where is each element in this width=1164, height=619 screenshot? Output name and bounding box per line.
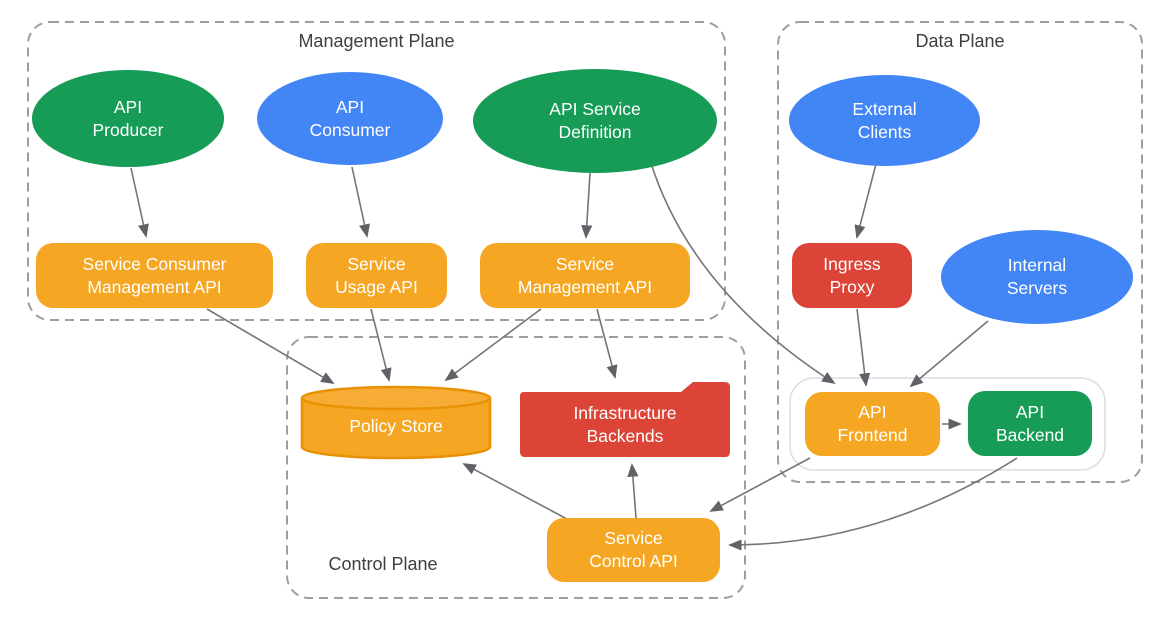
edge-ingress-proxy-to-api-frontend [856, 308, 871, 387]
node-service-usage-api: Service Usage API [306, 243, 447, 308]
folder-icon [520, 382, 730, 457]
node-internal-servers: Internal Servers [941, 230, 1133, 324]
edge-definition-to-api-frontend [649, 159, 836, 385]
edge-internal-servers-to-api-frontend [909, 320, 989, 388]
node-service-management-api: Service Management API [480, 243, 690, 308]
edge-definition-to-mgmt-api [581, 172, 593, 239]
node-api-service-definition: API Service Definition [473, 69, 717, 173]
node-service-consumer-management-api: Service Consumer Management API [36, 243, 273, 308]
management-plane-label: Management Plane [298, 31, 455, 51]
edge-mgmt-api-to-policy-store [444, 308, 542, 382]
edge-external-clients-to-ingress-proxy [854, 163, 877, 239]
edge-consumer-to-usage-api [351, 166, 370, 238]
edge-service-control-api-to-policy-store [462, 463, 568, 520]
edge-service-control-api-to-infra-backends [627, 463, 639, 519]
node-api-frontend: API Frontend [805, 392, 940, 456]
node-api-producer: API Producer [32, 70, 224, 167]
edge-api-backend-to-service-control-api [728, 457, 1018, 551]
edge-mgmt-api-to-infra-backends [596, 308, 618, 379]
node-external-clients: External Clients [789, 75, 980, 166]
control-plane-boundary [286, 336, 746, 599]
data-plane-boundary [777, 21, 1143, 483]
edge-api-frontend-to-service-control-api [709, 457, 811, 512]
control-plane-label: Control Plane [328, 554, 438, 574]
node-api-backend: API Backend [968, 391, 1092, 456]
management-plane-boundary [27, 21, 726, 321]
data-plane-label: Data Plane [915, 31, 1005, 51]
edge-producer-to-consumer-mgmt-api [130, 167, 149, 238]
database-cylinder-icon [300, 385, 492, 460]
edge-consumer-mgmt-api-to-policy-store [206, 308, 335, 384]
node-api-consumer: API Consumer [257, 72, 443, 165]
edge-usage-api-to-policy-store [370, 308, 392, 382]
node-service-control-api: Service Control API [547, 518, 720, 582]
node-ingress-proxy: Ingress Proxy [792, 243, 912, 308]
